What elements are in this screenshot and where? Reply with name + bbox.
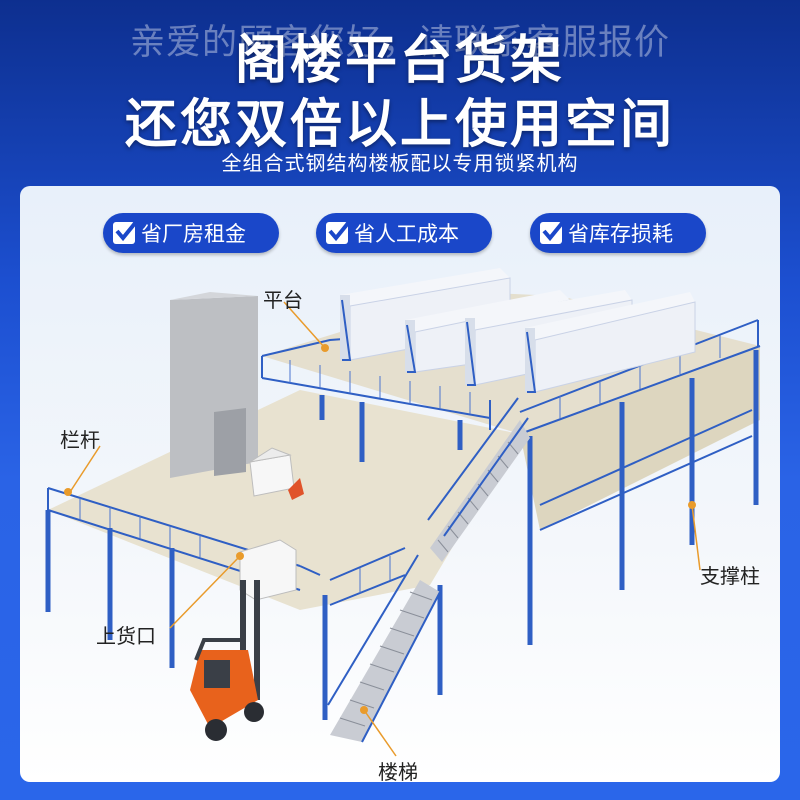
benefit-badge-inventory: 省库存损耗 [530,213,706,253]
right-railing [539,409,753,531]
cargo-box-port [239,539,297,601]
lower-staircase [327,554,441,743]
check-icon [540,220,565,244]
page-title: 阁楼平台货架 [234,31,565,91]
benefit-badge-labor: 省人工成本 [316,213,492,253]
lower-floor [48,390,520,610]
callout-support-column: 支撑柱 [700,564,760,588]
check-icon [326,220,351,244]
lift-tower [170,292,258,478]
callout-lines [69,301,701,757]
page-subtitle: 全组合式钢结构楼板配以专用锁紧机构 [221,151,579,175]
check-icon [113,220,138,244]
benefit-badge-rent: 省厂房租金 [103,213,279,253]
callout-dots [64,344,696,714]
forklift [190,580,264,741]
callout-railing: 栏杆 [60,428,100,452]
page-headline: 还您双倍以上使用空间 [124,95,675,155]
cargo-box-upper [249,447,304,500]
upper-staircase [427,397,530,562]
benefit-label: 省人工成本 [354,222,459,246]
callout-stairs: 楼梯 [378,760,418,784]
callout-platform: 平台 [263,288,303,312]
storage-racks [340,268,696,393]
watermark-text: 亲爱的顾客您好，请联系客服报价 [129,23,670,63]
right-floor [520,346,760,530]
upper-railing-posts [289,335,721,419]
callout-loading-port: 上货口 [96,624,156,648]
benefit-label: 省库存损耗 [568,222,673,246]
benefit-label: 省厂房租金 [141,222,246,246]
support-columns [45,350,759,720]
